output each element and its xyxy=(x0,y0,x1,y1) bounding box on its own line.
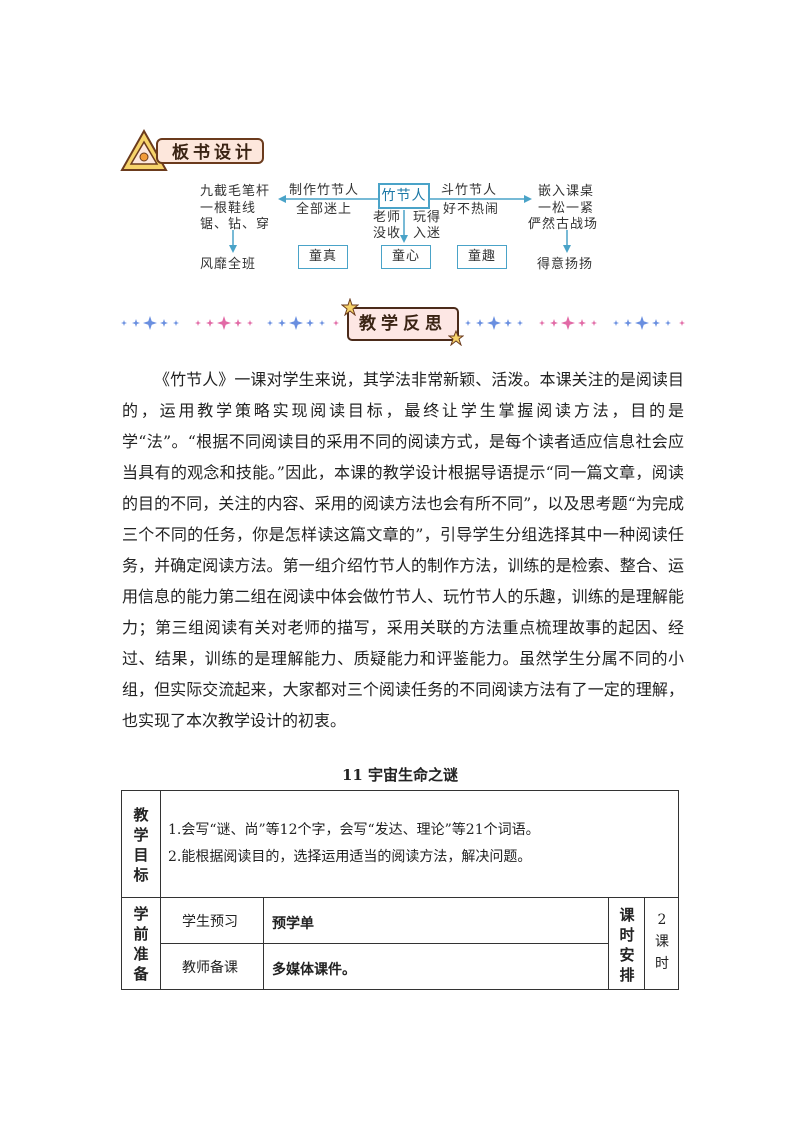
sparkle-icon xyxy=(217,316,231,330)
sparkle-icon xyxy=(132,319,140,327)
sparkle-icon xyxy=(539,320,545,326)
prep-label-char: 备 xyxy=(133,965,149,983)
triangle-ornament-icon xyxy=(120,128,168,171)
goals-label: 教 学 目 标 xyxy=(128,805,154,885)
prep-label: 学 前 准 备 xyxy=(128,904,154,984)
schedule-label-char: 课 xyxy=(619,906,635,924)
sparkle-icon xyxy=(173,320,179,326)
star-ornament-icon xyxy=(341,298,359,316)
board-left-line-3: 锯、钻、穿 xyxy=(200,217,271,232)
sparkle-icon xyxy=(319,320,325,326)
sparkle-icon xyxy=(289,316,303,330)
sparkle-icon xyxy=(143,316,157,330)
star-ornament-icon xyxy=(448,330,464,346)
sparkle-icon xyxy=(613,320,619,326)
reflection-paragraph: 《竹节人》一课对学生来说，其学法非常新颖、活泼。本课关注的是阅读目的，运用教学策… xyxy=(122,364,684,736)
prep-label-char: 准 xyxy=(133,945,149,963)
reflection-paragraph-text: 《竹节人》一课对学生来说，其学法非常新颖、活泼。本课关注的是阅读目的，运用教学策… xyxy=(122,370,684,730)
sparkle-row-left-icon xyxy=(121,316,339,330)
goal-2: 2.能根据阅读目的，选择运用适当的阅读方法，解决问题。 xyxy=(168,849,532,865)
sparkle-icon xyxy=(333,320,339,326)
sparkle-icon xyxy=(578,319,586,327)
sparkle-icon xyxy=(665,320,671,326)
schedule-label-char: 排 xyxy=(619,966,635,984)
sparkle-icon xyxy=(476,319,484,327)
reflection-banner: 教学反思 xyxy=(347,307,459,341)
board-under-left-1: 老师 xyxy=(373,210,402,225)
sparkle-icon xyxy=(635,316,649,330)
lesson-plan-table: 教 学 目 标 1.会写“谜、尚”等12个字，会写“发达、理论”等21个词语。 … xyxy=(121,790,679,990)
teacher-prep-value: 多媒体课件。 xyxy=(272,962,356,978)
board-box-tongzhen: 童真 xyxy=(298,245,348,269)
sparkle-icon xyxy=(278,319,286,327)
board-left-line-1: 九截毛笔杆 xyxy=(200,184,271,199)
board-mid-right-bottom: 好不热闹 xyxy=(443,202,500,217)
sparkle-icon xyxy=(234,319,242,327)
sparkle-icon xyxy=(247,320,253,326)
sparkle-icon xyxy=(550,319,558,327)
board-under-right-2: 入迷 xyxy=(413,226,442,241)
sparkle-icon xyxy=(624,319,632,327)
board-right-bottom: 得意扬扬 xyxy=(537,257,594,272)
prep-label-char: 学 xyxy=(133,905,149,923)
schedule-label-char: 时 xyxy=(619,926,635,944)
board-left-bottom: 风靡全班 xyxy=(200,257,257,272)
sparkle-icon xyxy=(504,319,512,327)
goals-label-char: 目 xyxy=(133,846,149,864)
sparkle-icon xyxy=(652,319,660,327)
goals-label-char: 学 xyxy=(133,826,149,844)
goal-1: 1.会写“谜、尚”等12个字，会写“发达、理论”等21个词语。 xyxy=(168,822,540,838)
board-mid-left-top: 制作竹节人 xyxy=(289,183,360,198)
board-left-line-2: 一根鞋线 xyxy=(200,201,257,216)
teacher-prep-label: 教师备课 xyxy=(182,960,238,976)
schedule-value-char: 时 xyxy=(655,956,669,972)
sparkle-icon xyxy=(160,319,168,327)
board-design-banner: 板书设计 xyxy=(118,128,270,174)
lesson-title: 11 宇宙生命之谜 xyxy=(341,766,459,784)
student-prep-value: 预学单 xyxy=(272,916,314,932)
sparkle-row-right-icon xyxy=(465,316,685,330)
goals-label-char: 教 xyxy=(133,806,149,824)
schedule-value: 2 课 时 xyxy=(648,909,676,975)
sparkle-icon xyxy=(267,320,273,326)
sparkle-icon xyxy=(206,319,214,327)
board-mid-left-bottom: 全部迷上 xyxy=(296,202,353,217)
sparkle-icon xyxy=(591,320,597,326)
board-under-left-2: 没收 xyxy=(373,226,402,241)
board-design-title: 板书设计 xyxy=(156,138,264,164)
sparkle-icon xyxy=(465,320,471,326)
board-under-right-1: 玩得 xyxy=(413,210,442,225)
sparkle-icon xyxy=(561,316,575,330)
board-box-tongxin: 童心 xyxy=(381,245,431,269)
sparkle-icon xyxy=(679,320,685,326)
prep-label-char: 前 xyxy=(133,925,149,943)
board-right-line-3: 俨然古战场 xyxy=(528,217,599,232)
board-right-line-2: 一松一紧 xyxy=(538,201,595,216)
sparkle-icon xyxy=(195,320,201,326)
board-center-box: 竹节人 xyxy=(378,183,430,209)
schedule-value-char: 课 xyxy=(655,934,669,950)
student-prep-label: 学生预习 xyxy=(182,914,238,930)
schedule-label: 课 时 安 排 xyxy=(614,905,640,985)
board-diagram-lines xyxy=(229,195,571,253)
board-box-tongqu: 童趣 xyxy=(457,245,507,269)
goals-label-char: 标 xyxy=(133,866,149,884)
sparkle-icon xyxy=(121,320,127,326)
schedule-value-char: 2 xyxy=(657,912,667,928)
sparkle-icon xyxy=(306,319,314,327)
sparkle-icon xyxy=(487,316,501,330)
schedule-label-char: 安 xyxy=(619,946,635,964)
sparkle-icon xyxy=(517,320,523,326)
board-mid-right-top: 斗竹节人 xyxy=(441,183,498,198)
board-right-line-1: 嵌入课桌 xyxy=(538,184,595,199)
